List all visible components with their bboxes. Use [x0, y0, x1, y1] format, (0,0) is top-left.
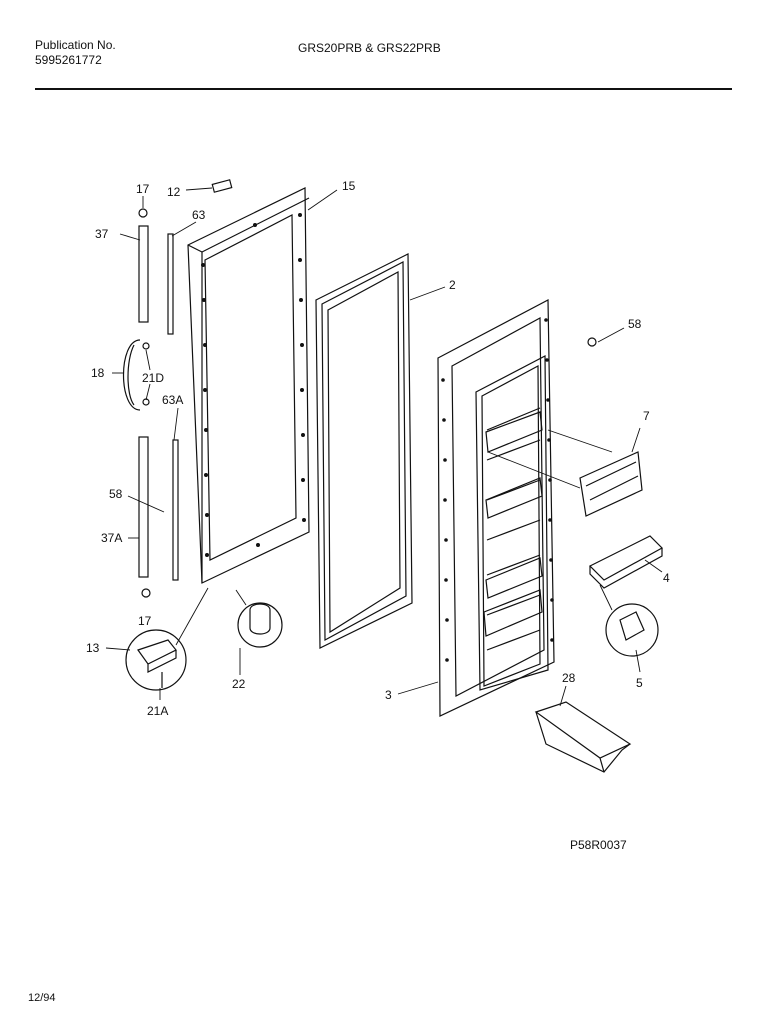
- ice-bucket-corner: [599, 757, 605, 773]
- diagram-code: P58R0037: [570, 838, 627, 852]
- callout-21d: 21D: [142, 371, 164, 385]
- publication-label: Publication No.: [35, 38, 116, 52]
- screw-upper: [142, 342, 150, 350]
- callout-28: 28: [562, 671, 576, 685]
- callout-63a: 63A: [162, 393, 183, 407]
- callout-37: 37: [95, 227, 109, 241]
- callout-15: 15: [342, 179, 356, 193]
- dairy-door: [579, 451, 643, 517]
- door-shelf: [588, 535, 663, 581]
- callout-17-bottom: 17: [138, 614, 152, 628]
- handle-trim-lower: [138, 436, 149, 578]
- plug-button-lower: [141, 588, 151, 598]
- callout-4: 4: [663, 571, 670, 585]
- callout-21a: 21A: [147, 704, 168, 718]
- door-shelf-edge: [589, 548, 663, 589]
- door-gasket: [315, 253, 413, 649]
- door-inner-liner: [437, 299, 555, 717]
- nameplate: [211, 179, 233, 193]
- publication-number: 5995261772: [35, 53, 102, 67]
- handle-trim-upper: [138, 225, 149, 323]
- callout-7: 7: [643, 409, 650, 423]
- callout-labels: 17 12 15 63 37 2 58 18 21D 63A 7 58 37A …: [86, 179, 670, 718]
- shelf-end-detail: [605, 603, 659, 657]
- callout-2: 2: [449, 278, 456, 292]
- header-divider: [35, 88, 732, 90]
- leader-lines: [105, 187, 663, 707]
- shelf-end-cap: [619, 611, 645, 641]
- callout-18: 18: [91, 366, 105, 380]
- model-title: GRS20PRB & GRS22PRB: [298, 41, 441, 55]
- screw-58: [587, 337, 597, 347]
- callout-12: 12: [167, 185, 181, 199]
- footer-date: 12/94: [28, 992, 56, 1004]
- callout-3: 3: [385, 688, 392, 702]
- dairy-door-ribs: [585, 461, 639, 501]
- door-outer-panel: [187, 187, 310, 584]
- trim-strip-lower: [172, 439, 179, 581]
- hinge-cap: [249, 603, 271, 635]
- callout-5: 5: [636, 676, 643, 690]
- callout-58-top: 58: [628, 317, 642, 331]
- callout-58-left: 58: [109, 487, 123, 501]
- callout-17-top: 17: [136, 182, 150, 196]
- callout-13: 13: [86, 641, 100, 655]
- callout-37a: 37A: [101, 531, 122, 545]
- callout-22: 22: [232, 677, 246, 691]
- door-handle: [123, 339, 141, 411]
- hinge-cap-detail: [237, 602, 283, 648]
- callout-63: 63: [192, 208, 206, 222]
- hinge-bracket: [137, 639, 177, 673]
- plug-button-upper: [138, 208, 148, 218]
- ice-bucket: [534, 701, 632, 759]
- trim-strip-upper: [167, 233, 174, 335]
